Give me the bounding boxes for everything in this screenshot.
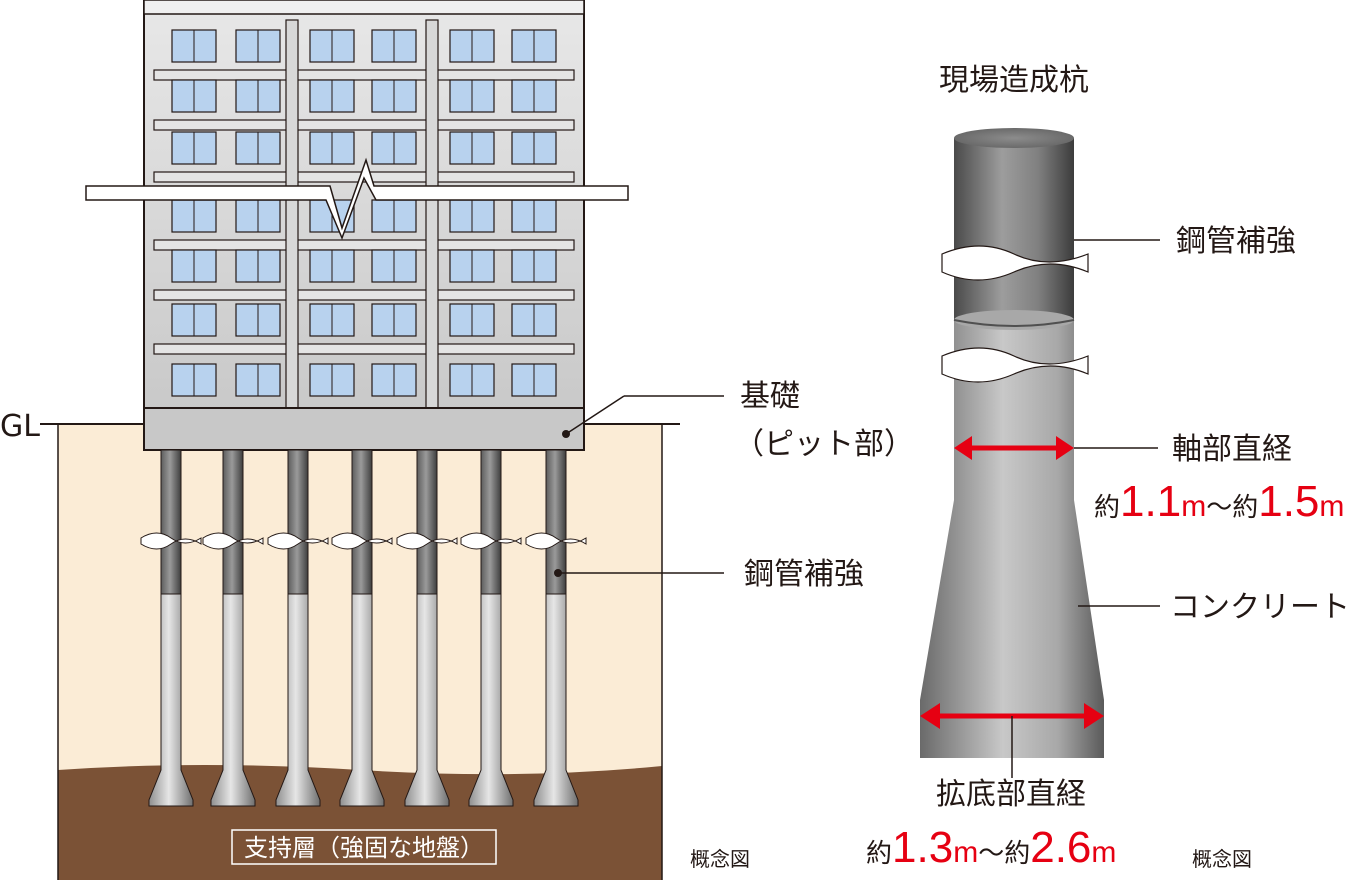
foundation-leader xyxy=(565,395,625,435)
pile-concrete xyxy=(210,593,256,807)
concept-label-left: 概念図 xyxy=(690,847,750,871)
pile-break-mark-2 xyxy=(941,347,1089,383)
foundation-label: 基礎 xyxy=(740,379,800,414)
pile-break-mark xyxy=(267,532,329,550)
balcony-slab xyxy=(153,69,575,81)
pile-break-mark-1 xyxy=(941,245,1089,281)
shaft-arrow-head-right xyxy=(1056,436,1074,460)
pile-break-mark xyxy=(460,532,522,550)
shaft-arrow-head-left xyxy=(954,436,972,460)
cast-in-place-pile: 現場造成杭 鋼管補強 軸部直経 コンクリート 拡底部直経 約1.1m〜約1.5m xyxy=(866,63,1350,872)
pile-break-mark xyxy=(396,532,458,550)
foundation-pit xyxy=(143,407,585,451)
pile-concrete xyxy=(339,593,385,807)
pile-steel xyxy=(222,449,244,595)
foundation-pit-label: （ピット部） xyxy=(734,427,914,462)
pile-break-mark xyxy=(202,532,264,550)
piles xyxy=(140,449,587,807)
pile-concrete xyxy=(468,593,514,807)
steel-label-right: 鋼管補強 xyxy=(1176,224,1296,259)
pile-concrete xyxy=(533,593,579,807)
shaft-diameter-value: 約1.1m〜約1.5m xyxy=(1094,477,1344,526)
building xyxy=(143,0,585,451)
steel-label-left: 鋼管補強 xyxy=(744,557,864,592)
gl-label: GL xyxy=(0,409,40,444)
pile-top-cap xyxy=(954,128,1074,148)
pile-break-mark xyxy=(331,532,393,550)
pile-steel xyxy=(160,449,182,595)
steel-leader-dot xyxy=(554,569,562,577)
base-label: 拡底部直経 xyxy=(936,777,1086,812)
pile-concrete xyxy=(404,593,450,807)
building-break-mark xyxy=(85,157,629,241)
building-roof xyxy=(143,0,585,15)
balcony-slab xyxy=(153,289,575,301)
building-column xyxy=(425,19,439,409)
shaft-label: 軸部直経 xyxy=(1172,432,1292,467)
base-arrow-head-right xyxy=(1084,703,1104,729)
foundation-leader-dot xyxy=(562,430,570,438)
base-diameter-value: 約1.3m〜約2.6m xyxy=(866,823,1116,872)
support-layer-label: 支持層（強固な地盤） xyxy=(244,834,484,862)
pile-concrete xyxy=(148,593,194,807)
building-body xyxy=(143,0,585,411)
pile-concrete xyxy=(275,593,321,807)
balcony-slab xyxy=(153,239,575,251)
building-column xyxy=(285,19,299,409)
pile-concrete-section xyxy=(920,320,1104,758)
pile-steel xyxy=(416,449,438,595)
concept-label-right: 概念図 xyxy=(1192,847,1252,871)
pile-joint-curve xyxy=(953,319,1075,327)
pile-break-mark xyxy=(525,532,587,550)
concrete-label: コンクリート xyxy=(1170,590,1350,625)
support-layer-box xyxy=(231,829,497,865)
pile-title: 現場造成杭 xyxy=(939,63,1089,98)
pile-steel xyxy=(351,449,373,595)
pile-steel-section xyxy=(954,138,1074,320)
pile-break-mark xyxy=(140,532,202,550)
base-arrow-head-left xyxy=(920,703,940,729)
pile-steel xyxy=(287,449,309,595)
balcony-slab xyxy=(153,343,575,355)
pile-steel xyxy=(480,449,502,595)
balcony-slab xyxy=(153,119,575,131)
